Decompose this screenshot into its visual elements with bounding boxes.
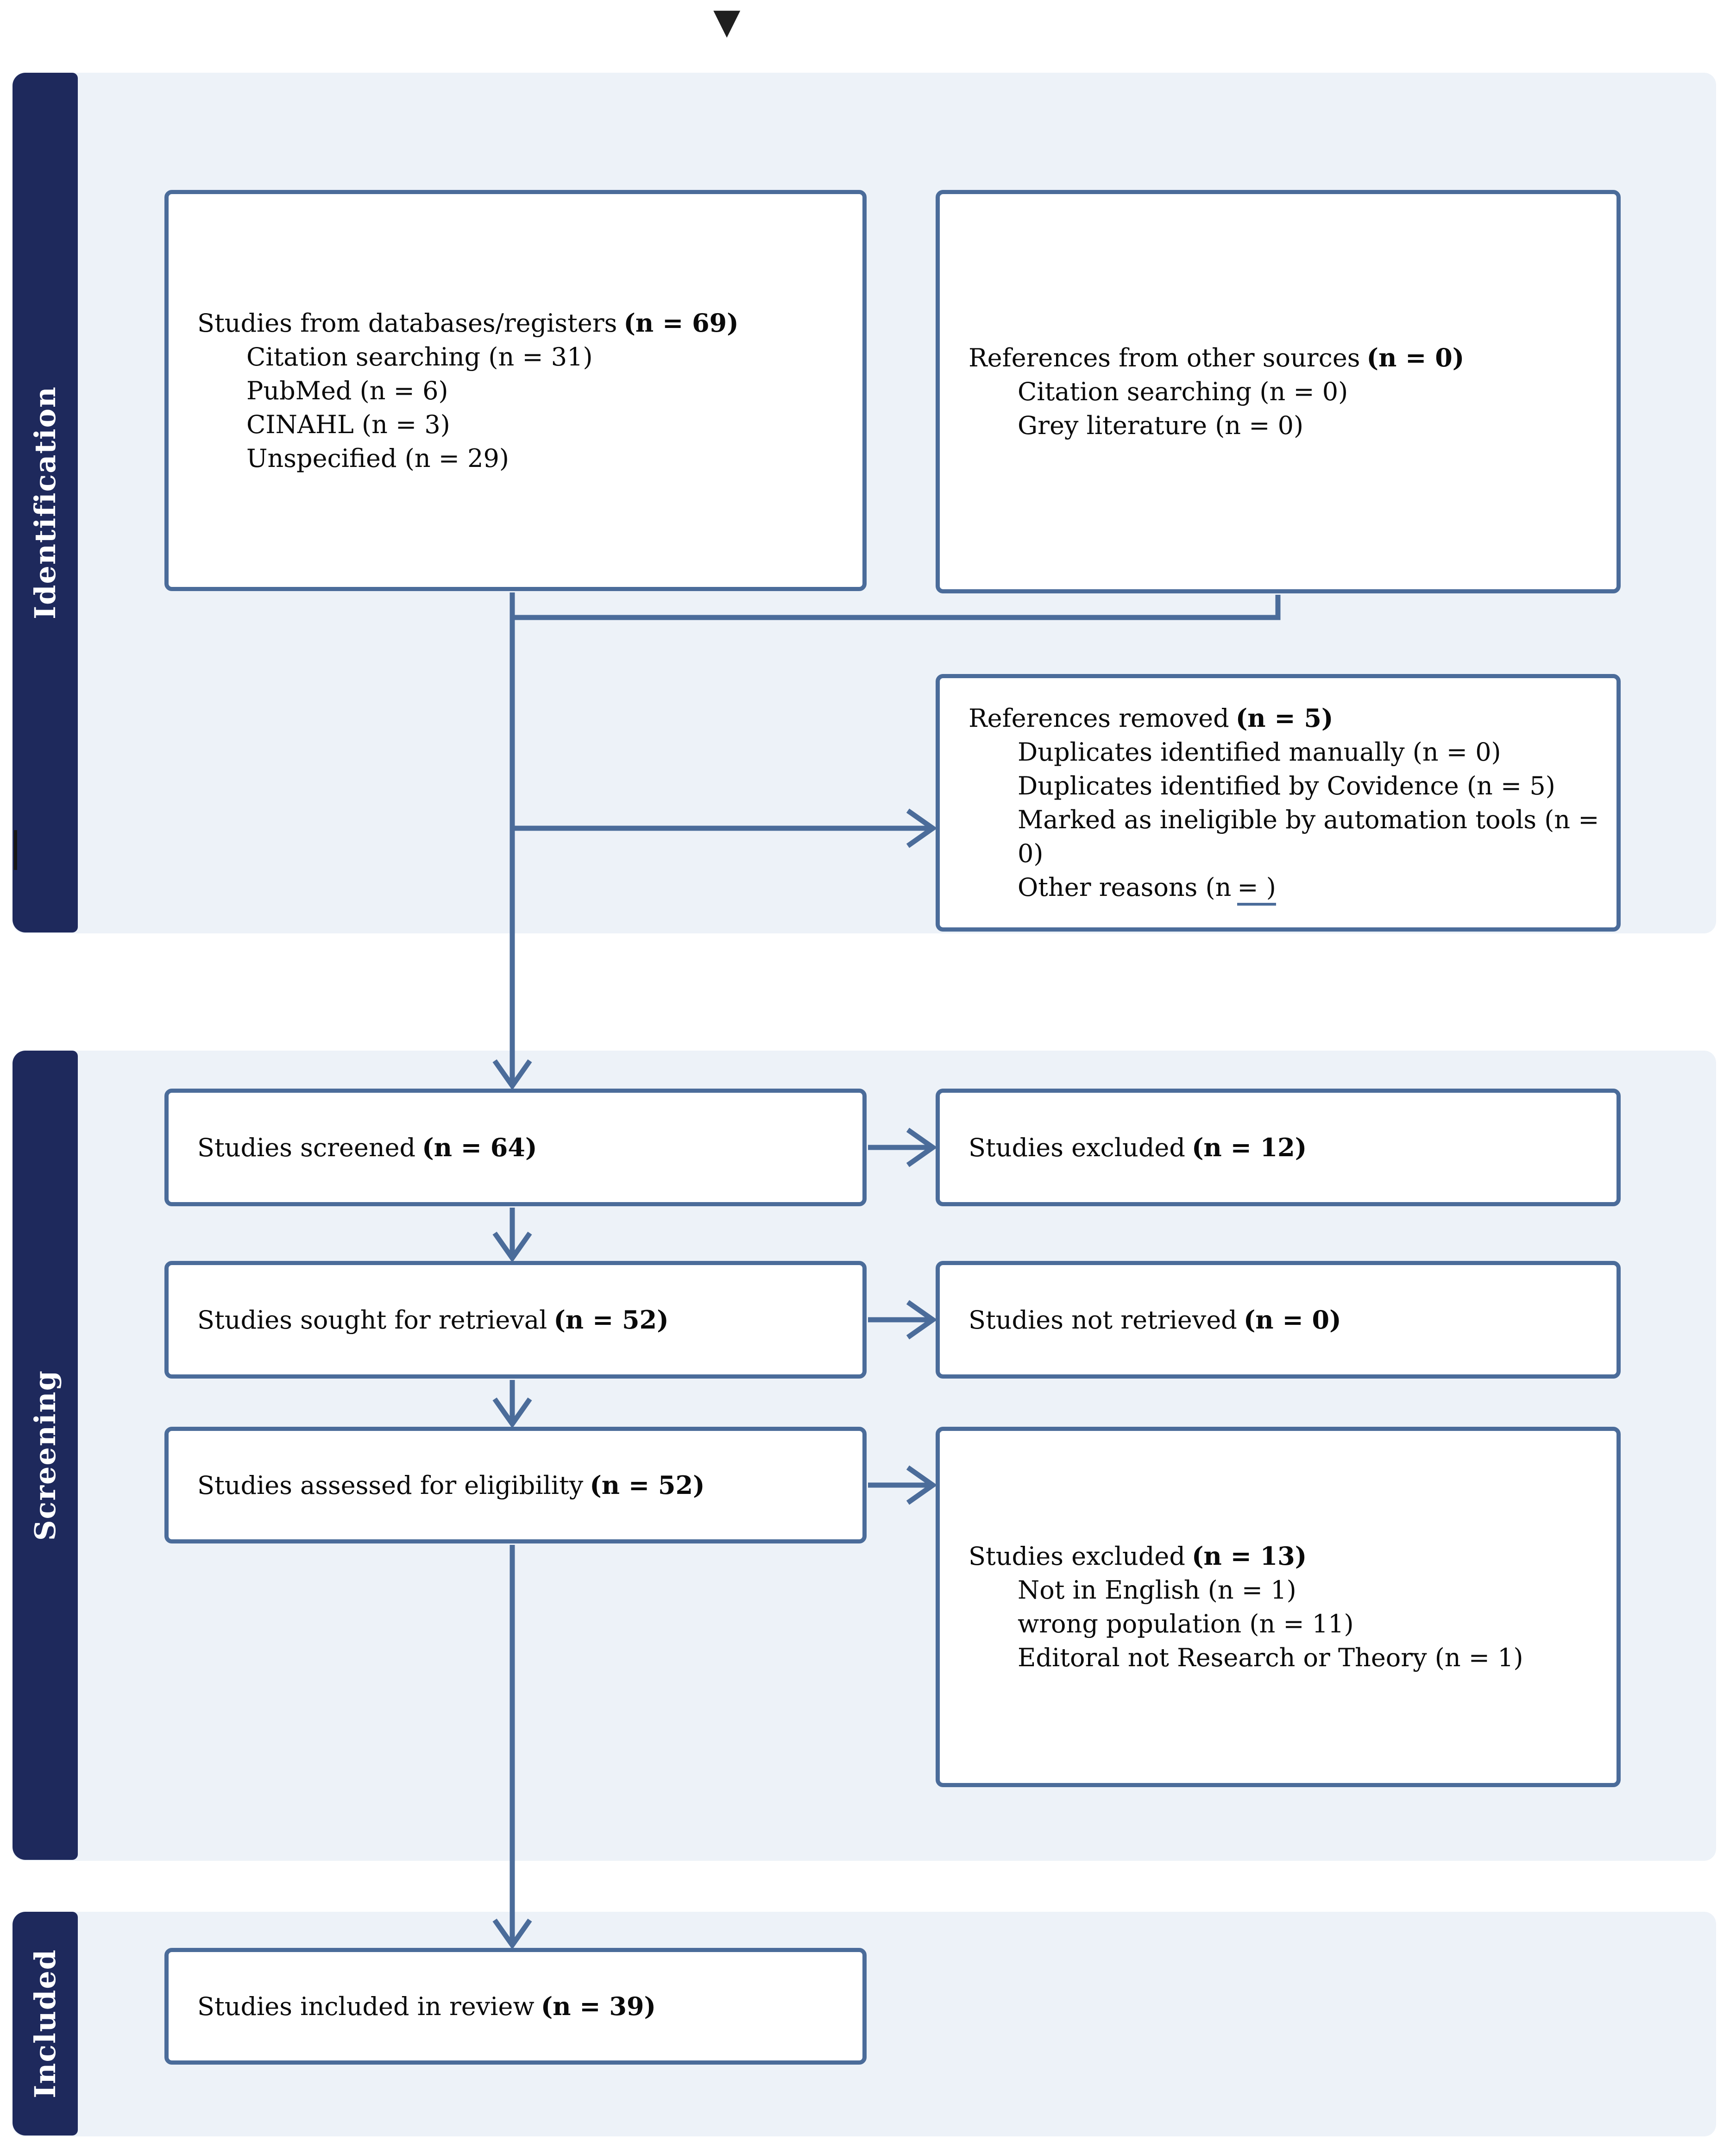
- arrowhead-sought: [492, 1231, 532, 1263]
- box-sub-item: Not in English (n = 1): [1018, 1575, 1296, 1605]
- box-sub-item: Grey literature (n = 0): [1018, 411, 1304, 440]
- box-studies-from-databases: Studies from databases/registers(n = 69)…: [164, 190, 867, 591]
- arrowhead-excluded-eligibility: [906, 1465, 937, 1505]
- box-sub-item: Marked as ineligible by automation tools…: [1018, 805, 1599, 834]
- count-badge: (n = 0): [1366, 343, 1465, 372]
- box-studies-screened: Studies screened(n = 64): [164, 1089, 867, 1206]
- other-reasons-underline: = ): [1237, 873, 1276, 906]
- count-badge: (n = 5): [1235, 703, 1333, 733]
- box-sub-item: Unspecified (n = 29): [246, 443, 509, 473]
- box-title-line: Studies included in review(n = 39): [197, 1991, 656, 2021]
- arrowhead-references-removed: [906, 808, 937, 848]
- box-studies-included-review: Studies included in review(n = 39): [164, 1948, 867, 2065]
- box-title-line: Studies from databases/registers(n = 69): [197, 308, 739, 338]
- box-sub-item: PubMed (n = 6): [246, 376, 448, 405]
- box-studies-assessed-eligibility: Studies assessed for eligibility(n = 52): [164, 1427, 867, 1543]
- box-title-line: References from other sources(n = 0): [969, 343, 1465, 372]
- count-badge: (n = 0): [1243, 1304, 1341, 1335]
- arrowhead-notretrieved: [906, 1300, 937, 1340]
- box-studies-excluded-screening: Studies excluded(n = 12): [936, 1089, 1621, 1206]
- box-title-line: Studies excluded(n = 12): [969, 1132, 1307, 1162]
- box-references-removed: References removed(n = 5) Duplicates ide…: [936, 674, 1621, 932]
- box-sub-item: Editoral not Research or Theory (n = 1): [1018, 1643, 1523, 1672]
- box-studies-not-retrieved: Studies not retrieved(n = 0): [936, 1261, 1621, 1379]
- sidebar-included: Included: [13, 1912, 78, 2135]
- text-cursor-artifact: [14, 830, 17, 870]
- count-badge: (n = 52): [590, 1470, 705, 1500]
- box-title-line: Studies assessed for eligibility(n = 52): [197, 1470, 705, 1500]
- box-references-other-sources: References from other sources(n = 0) Cit…: [936, 190, 1621, 593]
- box-sub-item: wrong population (n = 11): [1018, 1609, 1354, 1638]
- box-sub-item-other-reasons: Other reasons (n= ): [969, 870, 1603, 906]
- box-sub-item: CINAHL (n = 3): [246, 409, 450, 439]
- arrowhead-screened: [492, 1059, 532, 1090]
- arrowhead-included: [492, 1918, 532, 1950]
- box-studies-excluded-eligibility: Studies excluded(n = 13) Not in English …: [936, 1427, 1621, 1787]
- count-badge: (n = 12): [1191, 1132, 1307, 1162]
- box-title-line: References removed(n = 5): [969, 703, 1333, 733]
- box-sub-item: Citation searching (n = 31): [246, 342, 593, 372]
- count-badge: (n = 64): [422, 1132, 537, 1162]
- box-studies-sought-retrieval: Studies sought for retrieval(n = 52): [164, 1261, 867, 1379]
- box-sub-item-wrap: 0): [1018, 839, 1044, 868]
- sidebar-identification: Identification: [13, 73, 78, 932]
- box-title-line: Studies excluded(n = 13): [969, 1541, 1307, 1571]
- arrowhead-excluded-screening: [906, 1128, 937, 1167]
- count-badge: (n = 13): [1191, 1541, 1307, 1571]
- box-title-line: Studies not retrieved(n = 0): [969, 1304, 1341, 1335]
- arrowhead-assessed: [492, 1397, 532, 1429]
- count-badge: (n = 69): [623, 308, 739, 338]
- box-sub-item: Duplicates identified by Covidence (n = …: [1018, 771, 1555, 800]
- dropdown-triangle-icon: ▼: [713, 0, 741, 42]
- count-badge: (n = 52): [554, 1304, 669, 1335]
- connector-other-sources-elbow: [512, 595, 1281, 620]
- box-title-line: Studies screened(n = 64): [197, 1132, 537, 1162]
- box-sub-item: Duplicates identified manually (n = 0): [1018, 737, 1501, 767]
- box-sub-item: Citation searching (n = 0): [1018, 377, 1348, 406]
- count-badge: (n = 39): [541, 1991, 656, 2021]
- sidebar-screening: Screening: [13, 1051, 78, 1860]
- box-title-line: Studies sought for retrieval(n = 52): [197, 1304, 669, 1335]
